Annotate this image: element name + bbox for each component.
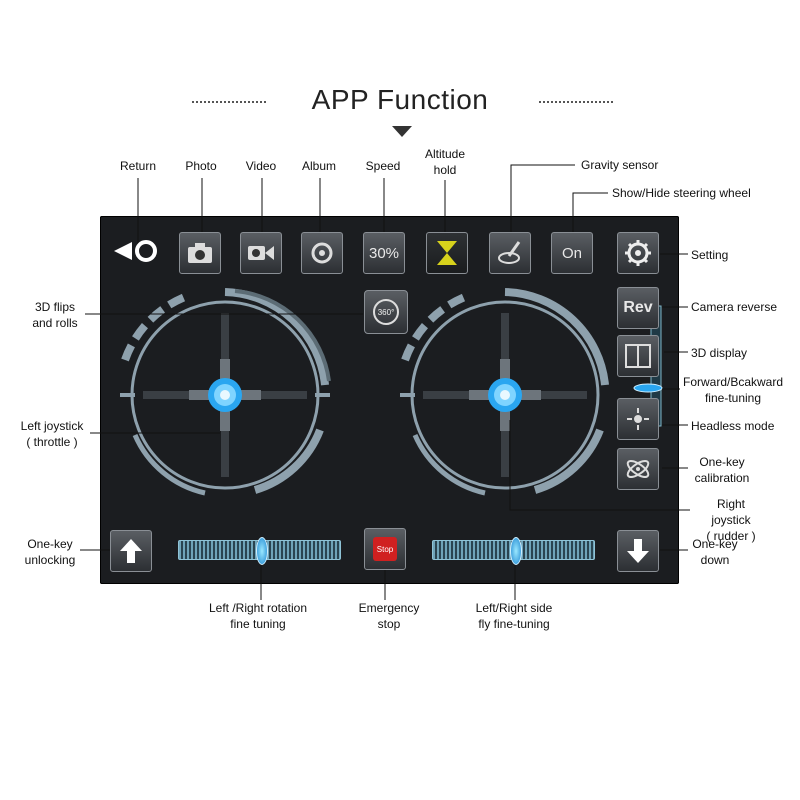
gravity-sensor-button[interactable] xyxy=(489,232,531,274)
label-left-joystick: Left joystick ( throttle ) xyxy=(20,419,84,449)
return-button[interactable] xyxy=(112,236,162,266)
label-altitude-hold: Altitude hold xyxy=(424,147,466,177)
label-show-hide: Show/Hide steering wheel xyxy=(612,186,751,200)
side-trim-slider[interactable] xyxy=(432,537,595,565)
flip-label: 360° xyxy=(378,308,395,317)
headless-mode-button[interactable] xyxy=(617,398,659,440)
label-photo: Photo xyxy=(185,159,217,173)
rev-label: Rev xyxy=(623,299,653,316)
leader-lines xyxy=(80,164,690,600)
hourglass-icon xyxy=(437,241,457,265)
flip-button[interactable]: 360° xyxy=(364,290,408,334)
3d-display-icon xyxy=(625,344,651,368)
down-button[interactable] xyxy=(617,530,659,572)
arrow-up-icon xyxy=(120,539,142,563)
label-3d-display: 3D display xyxy=(691,346,748,360)
album-button[interactable] xyxy=(301,232,343,274)
label-emergency: Emergency stop xyxy=(358,601,420,631)
unlock-button[interactable] xyxy=(110,530,152,572)
emergency-stop-button[interactable]: Stop xyxy=(364,528,406,570)
label-return: Return xyxy=(119,159,157,173)
speed-value: 30% xyxy=(368,244,400,262)
label-side-tuning: Left/Right side fly fine-tuning xyxy=(475,601,553,631)
label-right-joystick: Right joystick ( rudder ) xyxy=(706,497,756,543)
label-unlocking: One-key unlocking xyxy=(24,537,76,567)
gravity-sensor-icon xyxy=(498,241,521,264)
camera-icon xyxy=(188,243,212,263)
label-album: Album xyxy=(301,159,337,173)
return-icon xyxy=(114,240,157,262)
show-hide-steering-button[interactable]: On xyxy=(551,232,593,274)
right-joystick[interactable] xyxy=(400,288,609,496)
headless-icon xyxy=(627,408,649,430)
label-camera-reverse: Camera reverse xyxy=(691,300,778,314)
altitude-hold-button[interactable] xyxy=(426,232,468,274)
on-label: On xyxy=(561,244,582,262)
side-trim-knob[interactable] xyxy=(510,537,522,565)
title-divider-right xyxy=(539,101,613,103)
rotation-trim-knob[interactable] xyxy=(256,537,268,565)
label-fwd-bwd: Forward/Bcakward fine-tuning xyxy=(682,375,784,405)
speed-button[interactable]: 30% xyxy=(363,232,405,274)
calibration-icon xyxy=(626,459,650,479)
label-down: One-key down xyxy=(692,537,738,567)
label-video: Video xyxy=(245,159,277,173)
page-title: APP Function xyxy=(311,84,489,115)
calibration-button[interactable] xyxy=(617,448,659,490)
title-divider-left xyxy=(192,101,266,103)
video-button[interactable] xyxy=(240,232,282,274)
gear-icon xyxy=(625,240,651,266)
label-rotation-tuning: Left /Right rotation fine tuning xyxy=(208,601,308,631)
photo-button[interactable] xyxy=(179,232,221,274)
camera-reverse-button[interactable]: Rev xyxy=(617,287,659,329)
flip-icon: 360° xyxy=(373,299,399,325)
title-pointer-icon xyxy=(392,126,412,137)
label-gravity-sensor: Gravity sensor xyxy=(581,158,659,172)
forward-backward-trim-knob[interactable] xyxy=(633,383,663,393)
3d-display-button[interactable] xyxy=(617,335,659,377)
video-icon xyxy=(248,246,274,260)
label-calibration: One-key calibration xyxy=(694,455,750,485)
setting-button[interactable] xyxy=(617,232,659,274)
label-speed: Speed xyxy=(365,159,401,173)
arrow-down-icon xyxy=(627,539,649,563)
stop-badge: Stop xyxy=(373,537,397,561)
stop-label: Stop xyxy=(376,544,394,554)
left-joystick[interactable] xyxy=(120,288,331,496)
label-headless: Headless mode xyxy=(691,419,775,433)
label-3d-flips: 3D flips and rolls xyxy=(32,300,78,330)
rotation-trim-slider[interactable] xyxy=(178,537,341,565)
label-setting: Setting xyxy=(691,248,729,262)
album-icon xyxy=(311,242,333,264)
